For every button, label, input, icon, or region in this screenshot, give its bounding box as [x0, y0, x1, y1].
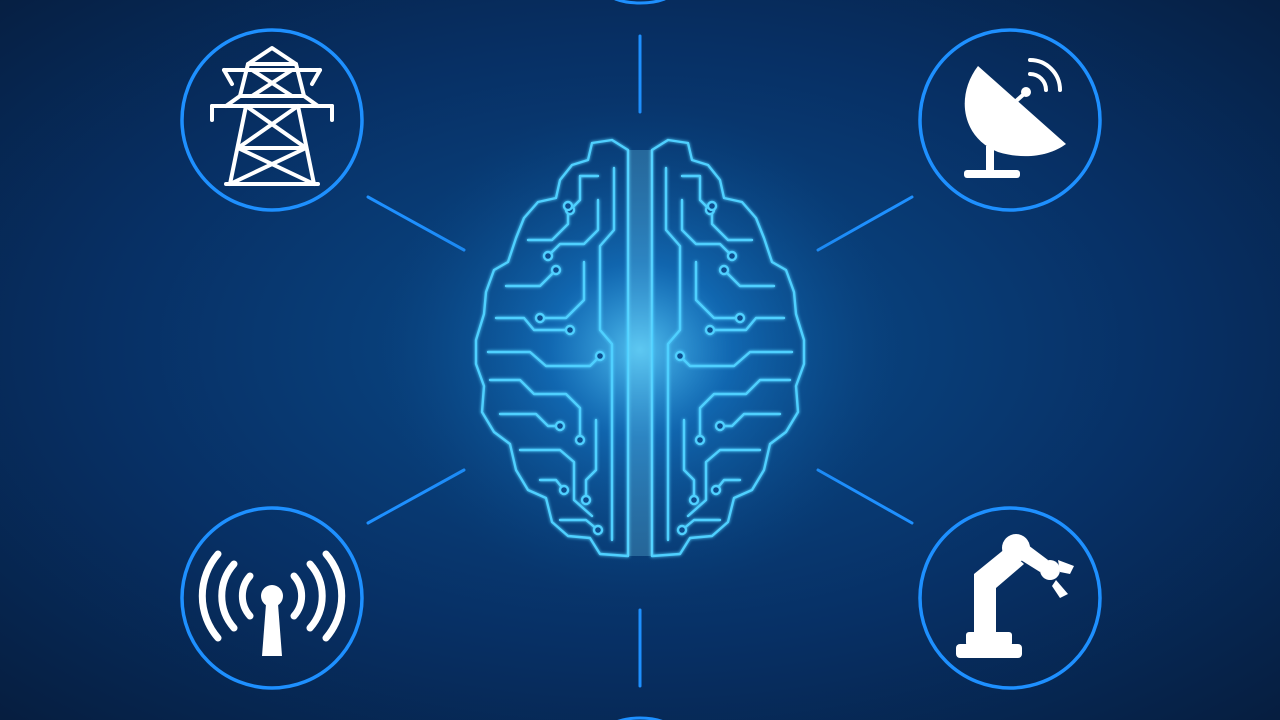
- node-ring-top-right: [918, 28, 1102, 212]
- wifi-antenna-icon: [198, 550, 346, 656]
- node-ring-bottom-right: [918, 506, 1102, 690]
- circuit-brain-icon: [474, 138, 806, 558]
- top-node-edge: [613, 0, 667, 5]
- brain-glow: [380, 100, 900, 600]
- satellite-dish-icon: [964, 58, 1066, 178]
- node-ring-top-left: [180, 28, 364, 212]
- power-tower-icon: [210, 46, 334, 186]
- bottom-node-edge: [617, 716, 663, 720]
- node-rings: [180, 28, 1102, 690]
- node-ring-bottom-left: [180, 506, 364, 690]
- brain-center-glow: [628, 150, 652, 556]
- robotic-arm-icon: [956, 534, 1074, 658]
